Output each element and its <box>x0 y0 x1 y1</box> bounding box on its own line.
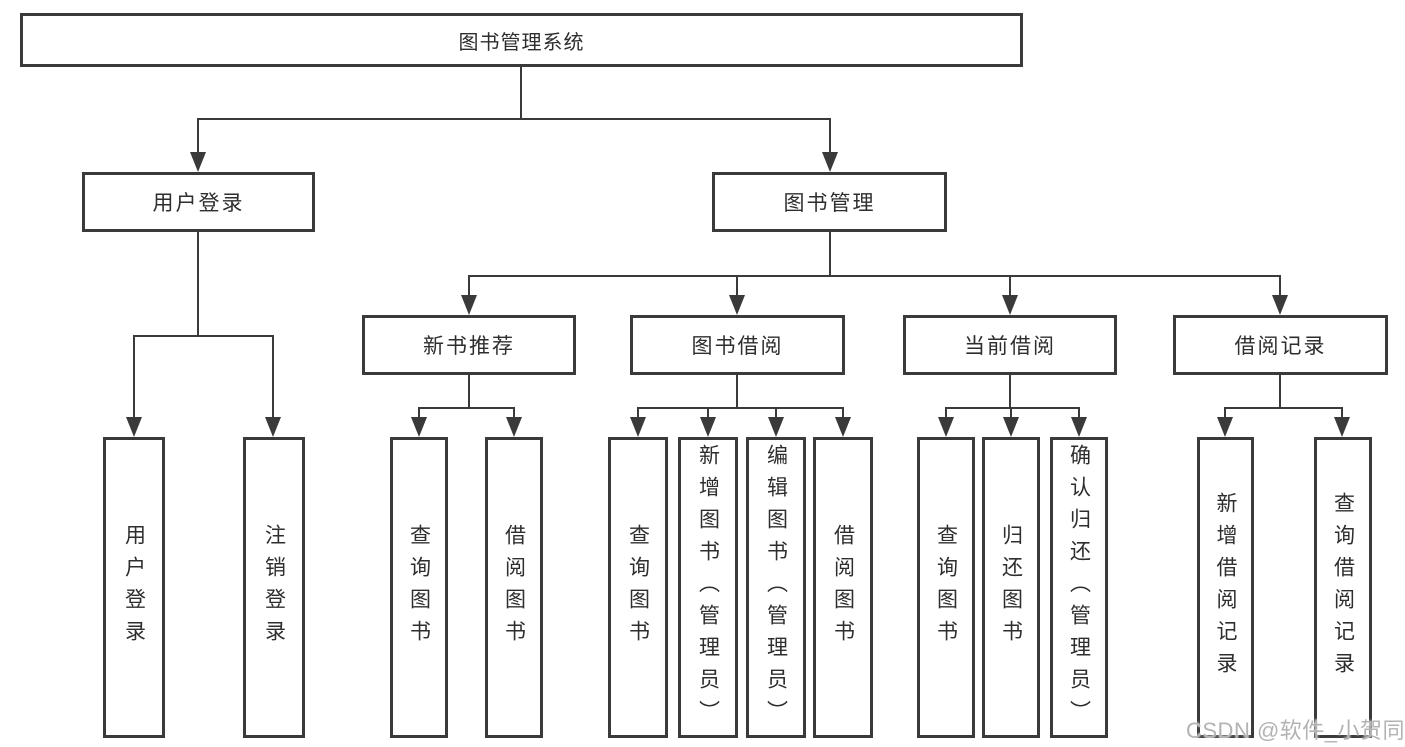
node-current-borrowing: 当前借阅 <box>903 315 1117 375</box>
leaf-confirm-return-admin-label: 确认归还（管理员） <box>1067 443 1091 732</box>
leaf-query-borrow-record: 查询借阅记录 <box>1314 437 1372 738</box>
connector-to-book-borrow <box>736 275 738 297</box>
node-current-borrowing-label: 当前借阅 <box>964 335 1056 358</box>
connector-to-current-borrow <box>1009 275 1011 297</box>
arrow-down-icon <box>411 417 427 437</box>
leaf-query-books-2: 查询图书 <box>608 437 668 738</box>
connector-root-stem <box>520 66 522 120</box>
arrow-down-icon <box>1272 295 1288 315</box>
leaf-query-books-3-label: 查询图书 <box>934 523 958 652</box>
arrow-down-icon <box>729 295 745 315</box>
arrow-down-icon <box>768 417 784 437</box>
connector-leaf-drop <box>1078 407 1080 419</box>
leaf-logout: 注销登录 <box>243 437 305 738</box>
leaf-query-books-3: 查询图书 <box>917 437 975 738</box>
leaf-borrow-books-2-label: 借阅图书 <box>831 523 855 652</box>
leaf-add-books-admin: 新增图书（管理员） <box>678 437 738 738</box>
arrow-down-icon <box>1217 417 1233 437</box>
arrow-down-icon <box>506 417 522 437</box>
connector-leaf-drop <box>945 407 947 419</box>
arrow-down-icon <box>265 417 281 437</box>
arrow-down-icon <box>461 295 477 315</box>
connector-leaf-drop <box>1224 407 1226 419</box>
leaf-add-borrow-record-label: 新增借阅记录 <box>1214 491 1237 684</box>
connector-to-new-book-rec <box>468 275 470 297</box>
leaf-user-login-label: 用户登录 <box>122 523 146 652</box>
connector-book-mgmt-rail <box>468 275 1281 277</box>
arrow-down-icon <box>822 152 838 172</box>
connector-book-borrow-rail <box>637 407 844 409</box>
node-book-borrowing: 图书借阅 <box>630 315 845 375</box>
node-borrowing-records: 借阅记录 <box>1173 315 1388 375</box>
leaf-borrow-books-1-label: 借阅图书 <box>502 523 526 652</box>
node-library-system: 图书管理系统 <box>20 13 1023 67</box>
arrow-down-icon <box>190 152 206 172</box>
arrow-down-icon <box>630 417 646 437</box>
connector-leaf-drop <box>513 407 515 419</box>
arrow-down-icon <box>938 417 954 437</box>
node-user-login: 用户登录 <box>82 172 315 232</box>
connector-borrow-records-stem <box>1279 375 1281 409</box>
node-borrowing-records-label: 借阅记录 <box>1234 335 1327 358</box>
leaf-user-login: 用户登录 <box>103 437 165 738</box>
arrow-down-icon <box>835 417 851 437</box>
node-user-login-label: 用户登录 <box>152 192 245 215</box>
leaf-query-books-1-label: 查询图书 <box>407 523 431 652</box>
connector-leaf-drop <box>1010 407 1012 419</box>
arrow-down-icon <box>126 417 142 437</box>
connector-user-login-rail <box>133 335 274 337</box>
connector-root-rail <box>197 118 831 120</box>
leaf-query-books-2-label: 查询图书 <box>626 523 650 652</box>
leaf-borrow-books-1: 借阅图书 <box>485 437 543 738</box>
arrow-down-icon <box>1003 417 1019 437</box>
leaf-query-books-1: 查询图书 <box>390 437 448 738</box>
leaf-add-books-admin-label: 新增图书（管理员） <box>696 443 720 732</box>
connector-book-mgmt-stem <box>829 232 831 277</box>
connector-leaf-drop <box>637 407 639 419</box>
connector-borrow-records-rail <box>1224 407 1343 409</box>
node-new-book-recommend: 新书推荐 <box>362 315 576 375</box>
connector-to-leaf-logout <box>272 335 274 419</box>
leaf-confirm-return-admin: 确认归还（管理员） <box>1050 437 1108 738</box>
leaf-query-borrow-record-label: 查询借阅记录 <box>1331 491 1355 684</box>
leaf-add-borrow-record: 新增借阅记录 <box>1197 437 1254 738</box>
leaf-edit-books-admin-label: 编辑图书（管理员） <box>764 443 788 732</box>
leaf-logout-label: 注销登录 <box>262 523 286 652</box>
connector-book-borrow-stem <box>736 375 738 409</box>
arrow-down-icon <box>700 417 716 437</box>
leaf-return-books: 归还图书 <box>982 437 1040 738</box>
connector-to-user-login <box>197 118 199 154</box>
connector-leaf-drop <box>1341 407 1343 419</box>
leaf-edit-books-admin: 编辑图书（管理员） <box>746 437 806 738</box>
node-library-system-label: 图书管理系统 <box>458 31 585 54</box>
node-book-management: 图书管理 <box>712 172 947 232</box>
leaf-borrow-books-2: 借阅图书 <box>813 437 873 738</box>
connector-new-book-rail <box>418 407 515 409</box>
connector-to-book-mgmt <box>829 118 831 154</box>
connector-to-borrow-records <box>1279 275 1281 297</box>
connector-leaf-drop <box>707 407 709 419</box>
csdn-watermark: CSDN @软件_小贺同学 <box>1186 718 1405 743</box>
node-new-book-recommend-label: 新书推荐 <box>423 335 515 358</box>
node-book-borrowing-label: 图书借阅 <box>691 335 784 358</box>
arrow-down-icon <box>1002 295 1018 315</box>
connector-leaf-drop <box>842 407 844 419</box>
connector-current-borrow-stem <box>1009 375 1011 409</box>
connector-user-login-stem <box>197 232 199 337</box>
connector-to-leaf-user-login <box>133 335 135 419</box>
arrow-down-icon <box>1071 417 1087 437</box>
connector-new-book-stem <box>468 375 470 409</box>
leaf-return-books-label: 归还图书 <box>999 523 1023 652</box>
arrow-down-icon <box>1334 417 1350 437</box>
connector-current-borrow-rail <box>945 407 1080 409</box>
connector-leaf-drop <box>418 407 420 419</box>
node-book-management-label: 图书管理 <box>783 192 876 215</box>
connector-leaf-drop <box>775 407 777 419</box>
